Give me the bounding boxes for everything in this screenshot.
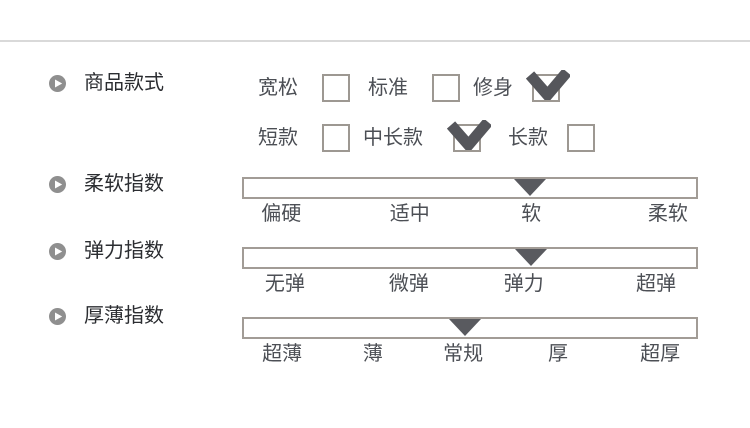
section-header-softness: 柔软指数 bbox=[49, 173, 164, 195]
play-circle-icon bbox=[49, 175, 66, 193]
section-header-thickness: 厚薄指数 bbox=[49, 305, 164, 327]
scale-label: 弹力 bbox=[503, 273, 544, 295]
scale-label: 偏硬 bbox=[261, 203, 302, 225]
style-option-checkbox-midlength[interactable] bbox=[447, 120, 491, 152]
softness-scale: 偏硬 适中 软 柔软 bbox=[242, 203, 698, 225]
checkmark-icon bbox=[447, 120, 491, 150]
scale-label: 微弹 bbox=[388, 273, 429, 295]
section-title: 商品款式 bbox=[84, 72, 164, 94]
elasticity-slider-marker-icon[interactable] bbox=[514, 249, 547, 266]
elasticity-slider-track bbox=[242, 247, 698, 269]
section-title: 弹力指数 bbox=[84, 240, 164, 262]
divider bbox=[0, 40, 750, 42]
style-option-label-midlength: 中长款 bbox=[363, 127, 423, 149]
play-circle-icon bbox=[49, 307, 66, 325]
style-option-checkbox-long[interactable] bbox=[567, 124, 595, 152]
softness-slider-track bbox=[242, 177, 698, 199]
scale-label: 常规 bbox=[443, 343, 484, 365]
softness-slider-marker-icon[interactable] bbox=[513, 179, 546, 196]
style-option-label-loose: 宽松 bbox=[258, 77, 298, 99]
style-option-label-standard: 标准 bbox=[368, 77, 408, 99]
thickness-scale: 超薄 薄 常规 厚 超厚 bbox=[242, 343, 698, 365]
style-option-label-slim: 修身 bbox=[473, 77, 513, 99]
style-option-label-long: 长款 bbox=[508, 127, 548, 149]
scale-label: 适中 bbox=[389, 203, 430, 225]
checkmark-icon bbox=[526, 70, 570, 100]
scale-label: 柔软 bbox=[647, 203, 688, 225]
play-circle-icon bbox=[49, 242, 66, 260]
section-title: 厚薄指数 bbox=[84, 305, 164, 327]
section-header-style: 商品款式 bbox=[49, 72, 164, 94]
thickness-slider-track bbox=[242, 317, 698, 339]
scale-label: 超弹 bbox=[636, 273, 677, 295]
scale-label: 薄 bbox=[362, 343, 383, 365]
style-option-label-short: 短款 bbox=[258, 127, 298, 149]
style-option-checkbox-slim[interactable] bbox=[526, 70, 570, 102]
scale-label: 超薄 bbox=[262, 343, 303, 365]
scale-label: 软 bbox=[521, 203, 542, 225]
style-option-checkbox-loose[interactable] bbox=[322, 74, 350, 102]
scale-label: 超厚 bbox=[640, 343, 681, 365]
thickness-slider-marker-icon[interactable] bbox=[449, 319, 482, 336]
scale-label: 厚 bbox=[548, 343, 568, 365]
style-option-checkbox-short[interactable] bbox=[322, 124, 350, 152]
elasticity-scale: 无弹 微弹 弹力 超弹 bbox=[242, 273, 698, 295]
style-option-checkbox-standard[interactable] bbox=[432, 74, 460, 102]
section-header-elasticity: 弹力指数 bbox=[49, 240, 164, 262]
scale-label: 无弹 bbox=[264, 273, 305, 295]
play-circle-icon bbox=[49, 74, 66, 92]
section-title: 柔软指数 bbox=[84, 173, 164, 195]
